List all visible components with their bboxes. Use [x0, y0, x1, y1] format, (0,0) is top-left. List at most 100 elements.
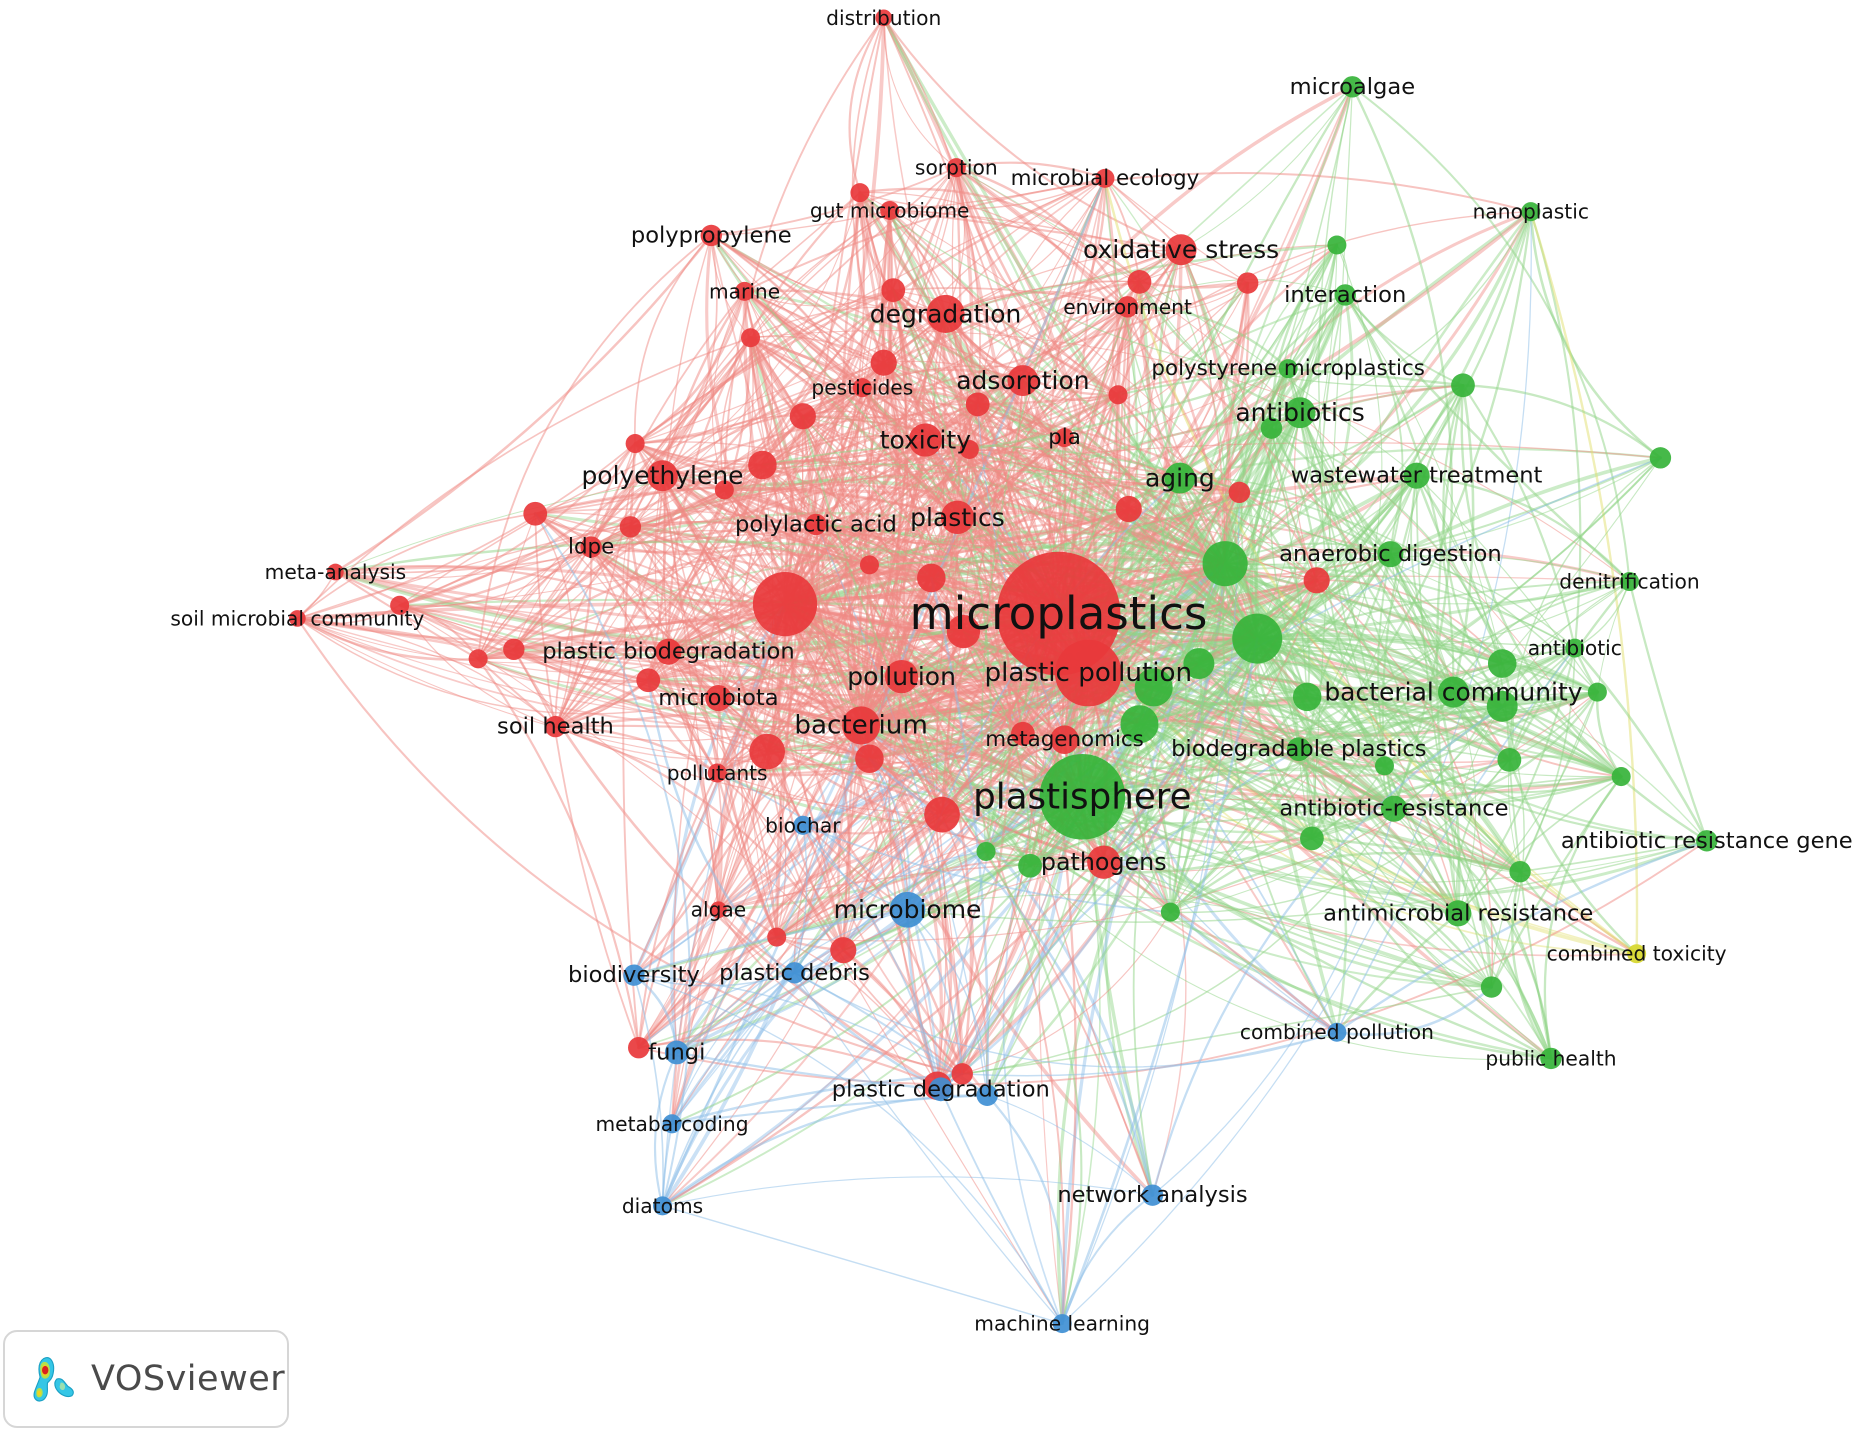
- label-pla[interactable]: pla: [1048, 425, 1081, 450]
- label-diatoms[interactable]: diatoms: [622, 1194, 703, 1218]
- node-plastic-biodegradation[interactable]: [655, 638, 682, 665]
- node-adsorption[interactable]: [1007, 365, 1039, 397]
- node-n-left-big[interactable]: [752, 572, 818, 637]
- node-degradation[interactable]: [926, 294, 965, 333]
- node-n-r21[interactable]: [924, 796, 960, 833]
- label-biodiversity[interactable]: biodiversity: [568, 962, 700, 988]
- node-n-r23[interactable]: [1115, 495, 1142, 523]
- node-public-health[interactable]: [1540, 1047, 1562, 1070]
- node-microbiome[interactable]: [889, 891, 926, 928]
- node-n-g5[interactable]: [1202, 541, 1248, 587]
- node-n-g10[interactable]: [1120, 705, 1159, 744]
- node-denitrification[interactable]: [1619, 572, 1640, 592]
- node-biodiversity[interactable]: [623, 964, 645, 986]
- label-microbiome[interactable]: microbiome: [834, 895, 982, 924]
- label-anaerobic-digestion[interactable]: anaerobic digestion: [1279, 541, 1502, 567]
- node-n-r14[interactable]: [503, 638, 525, 661]
- node-n-r15[interactable]: [636, 668, 661, 693]
- label-plastic-biodegradation[interactable]: plastic biodegradation: [542, 639, 794, 665]
- node-oxidative-stress[interactable]: [1165, 234, 1197, 266]
- label-bacterial-community[interactable]: bacterial community: [1324, 678, 1582, 707]
- node-n-g22[interactable]: [1160, 902, 1180, 922]
- node-n-r30[interactable]: [767, 927, 787, 947]
- node-fungi[interactable]: [664, 1040, 689, 1065]
- node-n-r4[interactable]: [870, 349, 897, 376]
- node-polypropylene[interactable]: [700, 224, 722, 247]
- node-n-r5[interactable]: [789, 403, 816, 430]
- node-combined-toxicity[interactable]: [1627, 944, 1647, 964]
- node-n-r7[interactable]: [748, 450, 777, 480]
- node-plastics[interactable]: [940, 500, 975, 534]
- node-n-r28[interactable]: [1303, 567, 1330, 594]
- node-meta-analysis[interactable]: [327, 563, 344, 581]
- node-polystyrene-microplastics[interactable]: [1278, 359, 1298, 379]
- label-oxidative-stress[interactable]: oxidative stress: [1083, 235, 1279, 264]
- label-machine-learning[interactable]: machine learning: [974, 1312, 1150, 1336]
- node-antibiotic-resistance[interactable]: [1380, 795, 1408, 822]
- node-n-r29[interactable]: [959, 440, 979, 460]
- node-n-r9[interactable]: [714, 480, 734, 500]
- label-sorption[interactable]: sorption: [915, 156, 998, 180]
- node-bacterium[interactable]: [842, 706, 881, 745]
- label-metagenomics[interactable]: metagenomics: [985, 727, 1144, 752]
- node-plastic-pollution[interactable]: [1055, 639, 1122, 707]
- node-n-g3[interactable]: [1260, 417, 1283, 439]
- node-pla[interactable]: [1055, 428, 1075, 448]
- node-plastisphere[interactable]: [1039, 753, 1126, 840]
- label-plastic-debris[interactable]: plastic debris: [719, 960, 870, 986]
- label-antibiotic[interactable]: antibiotic: [1528, 636, 1622, 660]
- node-distribution[interactable]: [875, 9, 893, 27]
- node-aging[interactable]: [1164, 462, 1196, 494]
- label-public-health[interactable]: public health: [1485, 1046, 1616, 1070]
- node-network-analysis[interactable]: [1141, 1184, 1164, 1206]
- node-polyethylene[interactable]: [647, 460, 678, 492]
- node-plastic-degradation[interactable]: [928, 1077, 953, 1102]
- label-adsorption[interactable]: adsorption: [956, 366, 1089, 395]
- node-metagenomics[interactable]: [1050, 725, 1079, 754]
- label-gut-microbiome[interactable]: gut microbiome: [810, 198, 970, 222]
- node-bacterial-community[interactable]: [1438, 676, 1469, 708]
- node-n-r2[interactable]: [881, 278, 906, 303]
- label-metabarcoding[interactable]: metabarcoding: [596, 1112, 749, 1136]
- label-combined-pollution[interactable]: combined pollution: [1240, 1020, 1434, 1044]
- node-biochar[interactable]: [793, 815, 813, 835]
- label-interaction[interactable]: interaction: [1284, 282, 1406, 308]
- node-combined-pollution[interactable]: [1327, 1022, 1347, 1042]
- node-wastewater-treatment[interactable]: [1403, 462, 1430, 489]
- label-nanoplastic[interactable]: nanoplastic: [1473, 200, 1589, 224]
- node-pollutants[interactable]: [707, 763, 727, 783]
- node-diatoms[interactable]: [652, 1196, 673, 1216]
- label-microalgae[interactable]: microalgae: [1290, 74, 1415, 100]
- node-n-r17[interactable]: [855, 744, 884, 773]
- label-microbial-ecology[interactable]: microbial ecology: [1011, 166, 1200, 191]
- node-n-r12[interactable]: [390, 595, 410, 615]
- node-n-b1[interactable]: [976, 1084, 998, 1106]
- node-toxicity[interactable]: [908, 423, 943, 457]
- node-n-g11[interactable]: [1487, 649, 1517, 678]
- label-wastewater-treatment[interactable]: wastewater treatment: [1291, 463, 1543, 489]
- label-bacterium[interactable]: bacterium: [794, 710, 927, 740]
- node-soil-health[interactable]: [544, 715, 567, 738]
- node-ldpe[interactable]: [580, 536, 602, 558]
- node-n-g9[interactable]: [1292, 682, 1322, 712]
- label-microbiota[interactable]: microbiota: [658, 685, 778, 711]
- node-anaerobic-digestion[interactable]: [1377, 541, 1404, 568]
- label-polylactic-acid[interactable]: polylactic acid: [735, 511, 897, 537]
- label-antibiotic-resistance-gene[interactable]: antibiotic resistance gene: [1561, 828, 1853, 854]
- node-antimicrobial-resistance[interactable]: [1445, 900, 1472, 927]
- node-environment[interactable]: [1116, 296, 1139, 318]
- node-microbial-ecology[interactable]: [1095, 168, 1115, 188]
- label-algae[interactable]: algae: [691, 898, 747, 922]
- node-microalgae[interactable]: [1341, 76, 1364, 98]
- node-n-r3[interactable]: [741, 328, 761, 348]
- node-pollution[interactable]: [884, 660, 919, 694]
- node-n-r16[interactable]: [749, 733, 786, 770]
- node-sorption[interactable]: [946, 158, 966, 178]
- label-pesticides[interactable]: pesticides: [811, 376, 913, 400]
- label-antibiotic-resistance[interactable]: antibiotic-resistance: [1279, 796, 1508, 822]
- node-n-g20[interactable]: [976, 841, 996, 861]
- node-microbiota[interactable]: [705, 684, 732, 712]
- node-n-g4[interactable]: [1649, 447, 1672, 469]
- node-pesticides[interactable]: [852, 378, 872, 398]
- node-n-r19[interactable]: [859, 555, 879, 575]
